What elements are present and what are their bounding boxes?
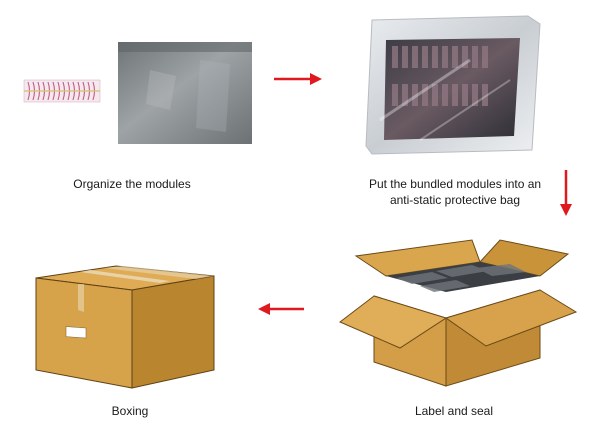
closed-box-icon [35, 265, 215, 389]
caption-put-in-bag: Put the bundled modules into an anti-sta… [360, 176, 550, 208]
caption-label-and-seal: Label and seal [404, 403, 504, 419]
memory-module-icon [23, 79, 101, 103]
sealed-bag-icon [365, 15, 541, 155]
arrow-left-icon [258, 303, 304, 315]
anti-static-bag-icon [118, 42, 252, 144]
caption-put-line2: anti-static protective bag [389, 193, 521, 207]
caption-put-line1: Put the bundled modules into an [368, 177, 542, 191]
caption-organize-text: Organize the modules [73, 177, 191, 191]
caption-boxing: Boxing [98, 403, 162, 419]
caption-boxing-text: Boxing [111, 404, 149, 418]
arrow-down-icon [560, 170, 572, 216]
arrow-right-icon [274, 73, 322, 85]
caption-organize-modules: Organize the modules [64, 176, 200, 192]
open-box-icon [339, 239, 578, 387]
caption-label-text: Label and seal [414, 404, 494, 418]
